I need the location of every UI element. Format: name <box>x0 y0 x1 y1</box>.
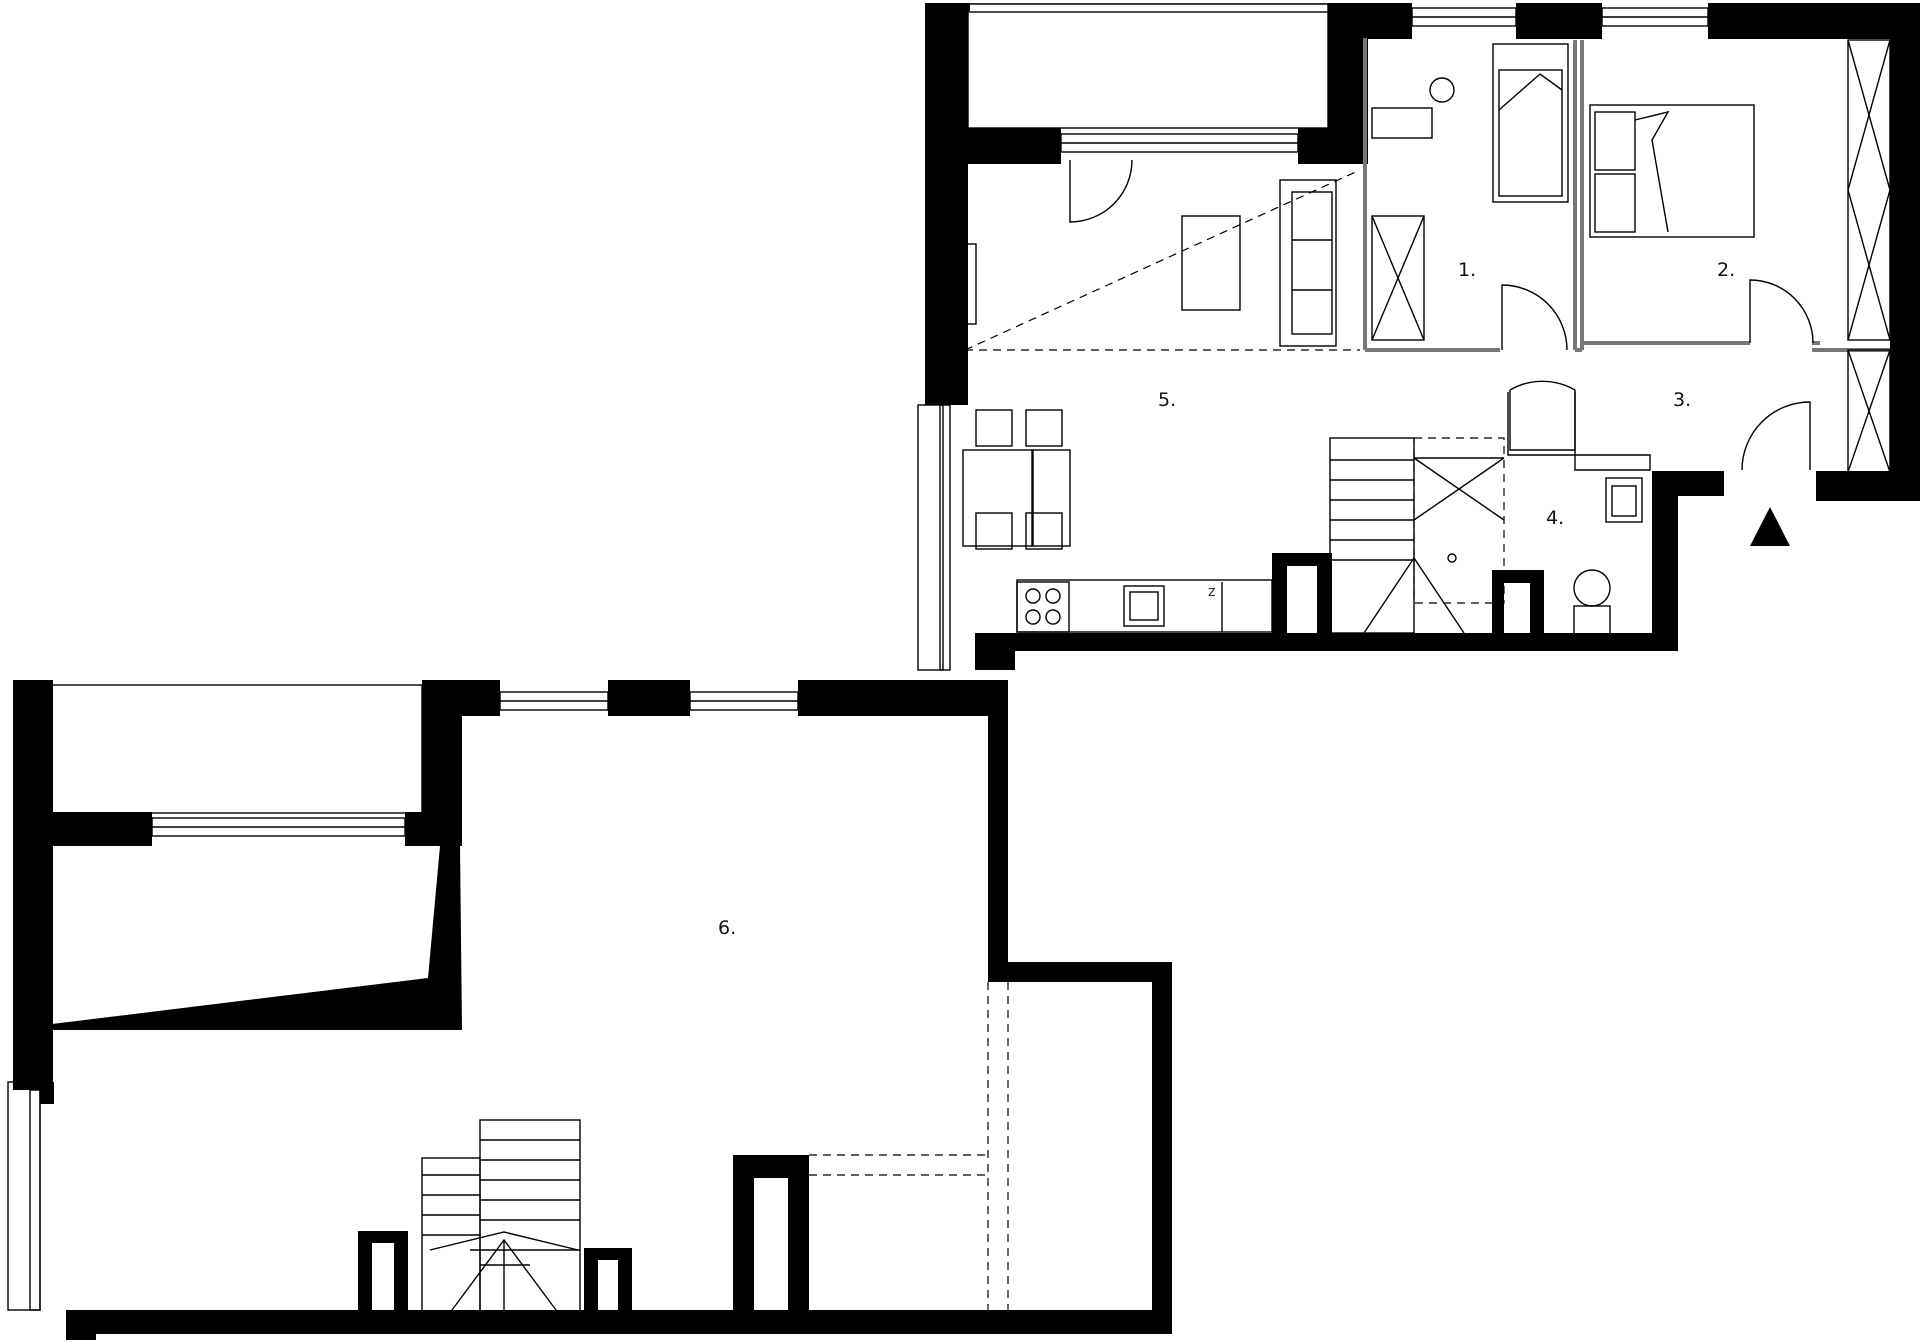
lower-floor: 6. <box>7 680 1172 1340</box>
upper-windows <box>917 7 1709 671</box>
upper-column-voids <box>1287 566 1530 633</box>
lower-terrace <box>51 684 423 814</box>
lower-walls <box>13 680 1172 1340</box>
room-label-1: 1. <box>1458 259 1476 281</box>
room-1-furniture <box>1371 43 1569 351</box>
living-room-furniture <box>961 159 1361 351</box>
kitchen <box>1016 579 1273 633</box>
room-label-5: 5. <box>1158 389 1176 411</box>
room-label-2: 2. <box>1717 259 1735 281</box>
appliance-mark: Z <box>1208 586 1216 599</box>
lower-staircase <box>421 1119 581 1312</box>
bathroom-fixtures <box>1507 392 1651 635</box>
lower-dashed-outlines <box>809 982 1009 1310</box>
room-label-3: 3. <box>1673 389 1691 411</box>
lower-column-voids <box>372 1178 788 1310</box>
dining-table <box>962 409 1071 550</box>
upper-floor: 1. 2. 3. 4. 5. Z <box>917 3 1920 671</box>
upper-staircase <box>1329 437 1505 634</box>
entrance-arrow-icon <box>1750 507 1790 546</box>
upper-walls <box>925 3 1920 670</box>
room-label-4: 4. <box>1546 507 1564 529</box>
hall-furniture <box>1509 349 1891 473</box>
upper-partitions <box>1363 38 1890 352</box>
upper-terrace <box>967 3 1329 129</box>
lower-windows <box>7 691 799 1311</box>
room-label-6: 6. <box>718 917 736 939</box>
room-2-furniture <box>1589 39 1891 344</box>
